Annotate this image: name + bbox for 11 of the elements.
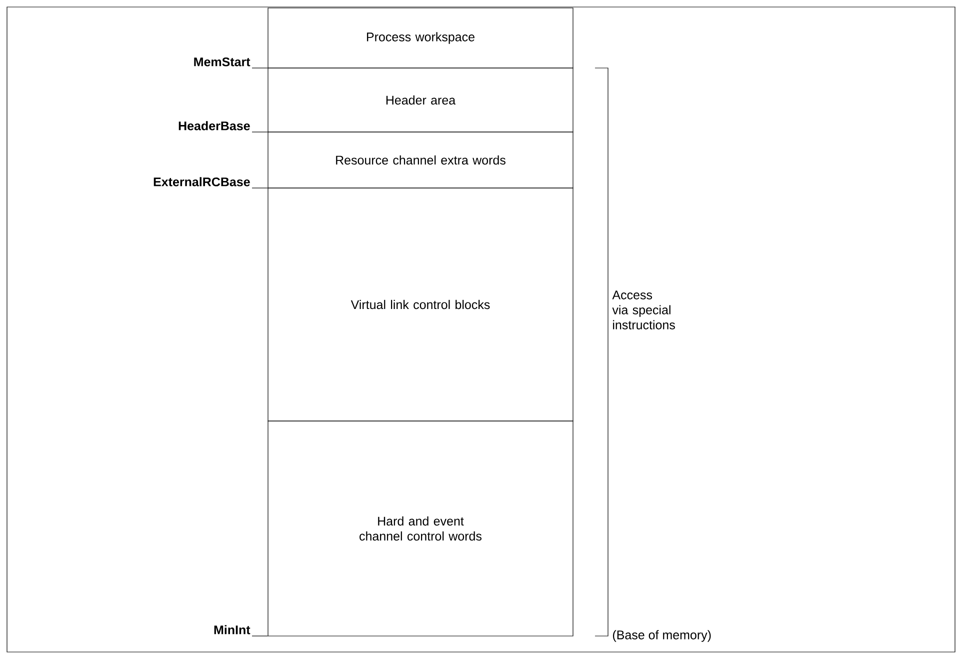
address-label: ExternalRCBase <box>154 177 250 186</box>
address-label: HeaderBase <box>178 121 250 130</box>
address-label: MinInt <box>214 625 250 634</box>
memory-region-box: Hard and event channel control words <box>268 420 574 636</box>
note-text: (Base of memory) <box>612 630 711 642</box>
memory-region-box: Virtual link control blocks <box>268 188 574 422</box>
memory-region-box: Process workspace <box>268 8 574 68</box>
memory-region-box: Resource channel extra words <box>268 132 574 188</box>
memory-region-box: Header area <box>268 68 574 132</box>
address-label: MemStart <box>194 57 250 66</box>
note-text: Access via special instructions <box>612 290 675 330</box>
